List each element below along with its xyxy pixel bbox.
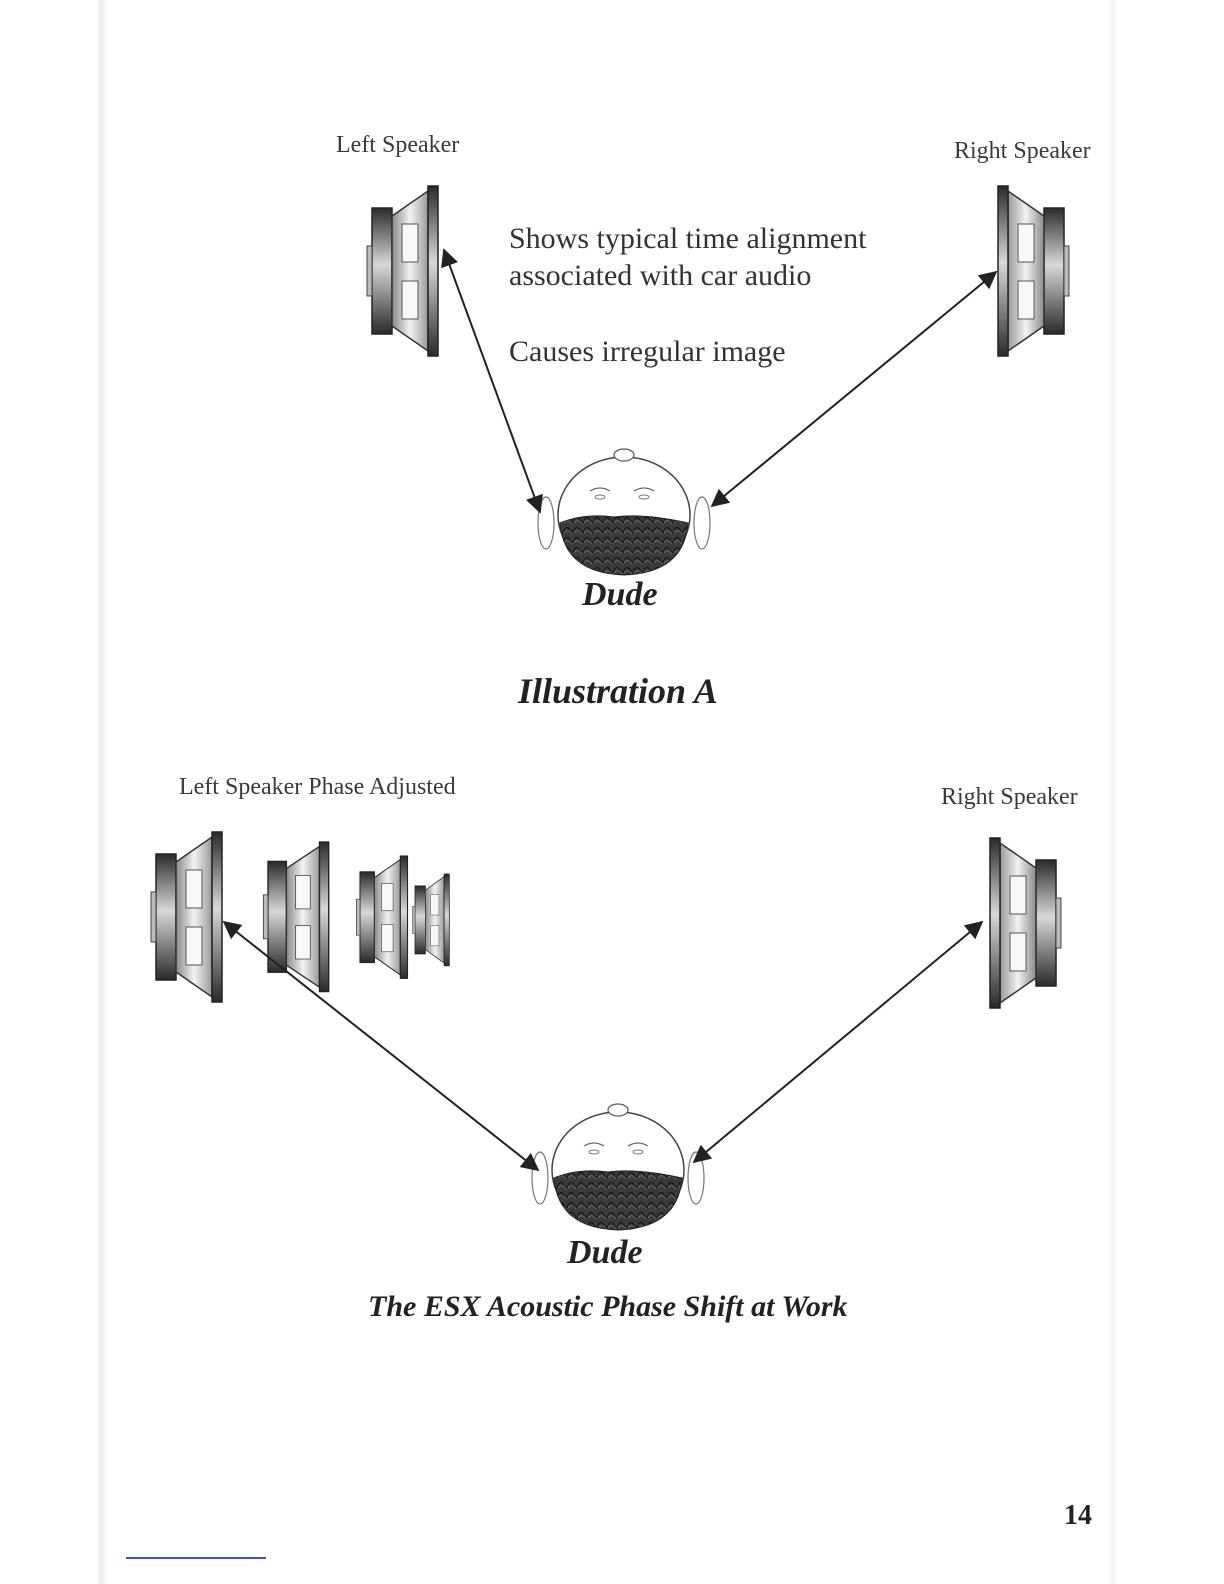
illustration-a-note-line-3: Causes irregular image — [509, 333, 786, 370]
illustration-b-phase-speaker-4 — [412, 874, 449, 966]
illustration-b-phase-speaker-2 — [263, 842, 328, 992]
illustration-b-right-speaker — [990, 838, 1061, 1008]
illustration-a-listener-label: Dude — [582, 576, 658, 614]
illustration-a-left-speaker — [367, 186, 438, 356]
illustration-b-caption: The ESX Acoustic Phase Shift at Work — [368, 1290, 848, 1324]
illustration-a-right-speaker-label: Right Speaker — [954, 138, 1091, 165]
illustration-b-listener-head — [532, 1104, 704, 1230]
page-number: 14 — [1064, 1500, 1092, 1532]
illustration-a-note-line-2: associated with car audio — [509, 257, 811, 294]
illustration-a-left-speaker-label: Left Speaker — [336, 132, 459, 159]
illustration-b-listener-label: Dude — [567, 1234, 643, 1272]
illustration-a-right-speaker — [998, 186, 1069, 356]
illustration-b-left-speaker-label: Left Speaker Phase Adjusted — [179, 774, 456, 801]
illustration-b-phase-speaker-3 — [356, 856, 407, 978]
illustration-a-note-line-1: Shows typical time alignment — [509, 220, 866, 257]
illustration-a-listener-head — [538, 449, 710, 575]
illustration-b-right-speaker-label: Right Speaker — [941, 784, 1078, 811]
illustration-b-left-speaker — [151, 832, 222, 1002]
footer-rule — [126, 1557, 266, 1559]
illustration-a-right-arrow — [712, 272, 996, 506]
illustration-b-right-arrow — [694, 922, 982, 1162]
illustration-a-caption: Illustration A — [518, 670, 718, 712]
